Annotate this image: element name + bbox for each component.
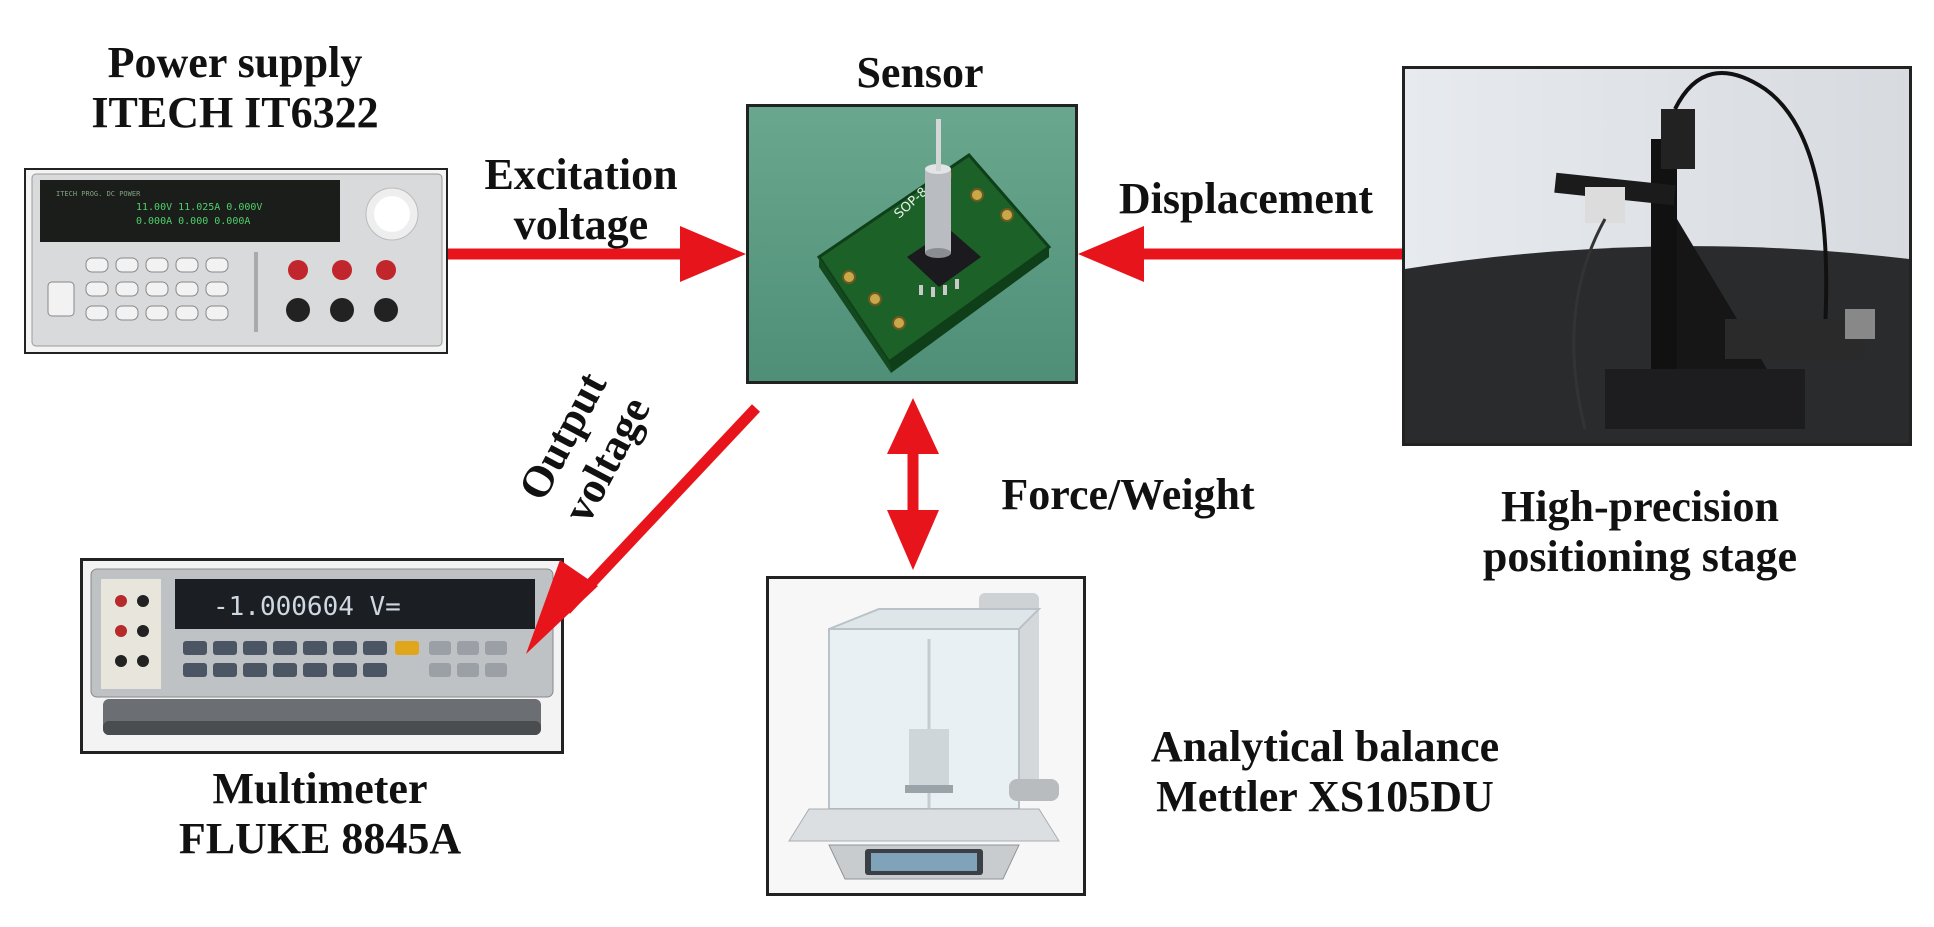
sensor-label: Sensor bbox=[856, 48, 984, 97]
multimeter-label: Multimeter FLUKE 8845A bbox=[120, 764, 520, 864]
stage-line-1: High-precision bbox=[1501, 482, 1779, 531]
balance-name: Analytical balance bbox=[1150, 722, 1500, 771]
multimeter-display-text: -1.000604 V= bbox=[213, 592, 401, 622]
displacement-arrow bbox=[1078, 226, 1402, 282]
power-supply-name: Power supply bbox=[107, 38, 363, 87]
excitation-line-1: Excitation bbox=[484, 150, 678, 199]
excitation-arrow bbox=[448, 226, 746, 282]
force-weight-label: Force/Weight bbox=[1001, 470, 1255, 519]
analytical-balance-image bbox=[766, 576, 1086, 896]
svg-text:11.00V 11.025A 0.000V: 11.00V 11.025A 0.000V bbox=[136, 202, 262, 213]
output-arrow bbox=[526, 404, 761, 654]
stage-line-2: positioning stage bbox=[1482, 532, 1798, 581]
displacement-label: Displacement bbox=[1118, 174, 1374, 223]
multimeter-model: FLUKE 8845A bbox=[178, 814, 462, 863]
multimeter-image: -1.000604 V= bbox=[80, 558, 564, 754]
multimeter-name: Multimeter bbox=[212, 764, 428, 813]
power-supply-model: ITECH IT6322 bbox=[91, 88, 379, 137]
sensor-image: SOP-8 bbox=[746, 104, 1078, 384]
power-supply-label: Power supply ITECH IT6322 bbox=[40, 38, 430, 138]
excitation-line-2: voltage bbox=[513, 200, 649, 249]
balance-model: Mettler XS105DU bbox=[1156, 772, 1494, 821]
svg-text:0.000A 0.000 0.000A: 0.000A 0.000 0.000A bbox=[136, 216, 250, 227]
power-supply-image: ITECH PROG. DC POWER 11.00V 11.025A 0.00… bbox=[24, 168, 448, 354]
force-weight-arrow bbox=[887, 398, 939, 570]
balance-label: Analytical balance Mettler XS105DU bbox=[1090, 722, 1560, 822]
positioning-stage-image bbox=[1402, 66, 1912, 446]
stage-label: High-precision positioning stage bbox=[1410, 482, 1870, 582]
svg-text:ITECH PROG. DC POWER: ITECH PROG. DC POWER bbox=[56, 190, 141, 198]
excitation-voltage-label: Excitation voltage bbox=[446, 150, 716, 250]
